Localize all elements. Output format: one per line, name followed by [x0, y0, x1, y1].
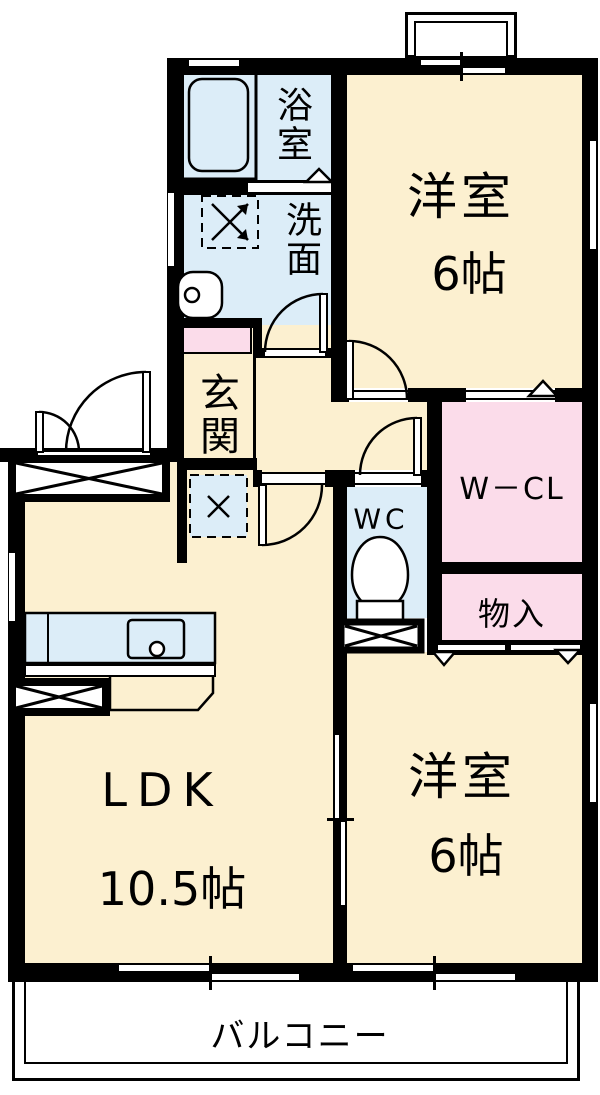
wcl-opening-mark [526, 379, 560, 398]
partition-sash-2 [341, 822, 345, 905]
partition-sash-1 [335, 735, 339, 818]
bedroom-north-label: 洋室 [407, 168, 515, 226]
balcony-inner-rail [24, 975, 568, 1064]
shoe-cabinet-icon [8, 455, 170, 502]
bathroom-door-mark [302, 167, 336, 184]
bedroom-north-side-window [589, 140, 597, 250]
storage-floor [442, 574, 582, 640]
ldk-label: LDK [101, 763, 223, 817]
wc-door-opening [355, 472, 421, 485]
partition-tick [327, 818, 354, 821]
kitchen-cabinet-icon [8, 678, 110, 716]
toilet-icon [350, 535, 410, 624]
bathroom-door-opening [248, 181, 331, 194]
corridor-floor [333, 402, 427, 470]
bathroom-label: 浴室 [271, 86, 312, 164]
washroom-label: 洗面 [280, 201, 321, 279]
bedroom-north-floor [347, 75, 582, 388]
bedroom-south-balcony-tick [433, 956, 436, 990]
entrance-label: 玄関 [193, 372, 239, 458]
wall-hall-south-1 [253, 470, 262, 487]
wall-genkan-stub [177, 458, 187, 563]
kitchen-window [8, 552, 16, 622]
bedroom-south-floor [347, 652, 582, 963]
ldk-balcony-sash-1 [118, 964, 213, 972]
balcony-label: バルコニー [210, 1016, 390, 1057]
pipe-space-icon [337, 618, 425, 654]
ldk-balcony-tick [209, 956, 212, 990]
kitchen-sink-icon [126, 618, 186, 660]
walk-in-closet-floor [442, 402, 582, 562]
bay-window-tick [460, 52, 463, 81]
bedroom-south-balcony-sash-1 [352, 964, 437, 972]
bedroom-south-side-window [589, 703, 597, 803]
wall-bed1-south-3 [555, 388, 598, 402]
bedroom-north-door-icon [345, 339, 409, 400]
wall-wcl-storage [427, 562, 598, 574]
bathroom-window [188, 59, 240, 67]
ldk-balcony-sash-2 [208, 973, 300, 981]
storage-slider-divider [505, 641, 511, 654]
wall-wash-bottom-left [167, 318, 262, 328]
washroom-door-icon [263, 292, 328, 353]
entrance-step-line [253, 358, 256, 458]
entrance-cabinet [180, 326, 252, 354]
bedroom-north-door-opening [349, 390, 408, 400]
wall-wash-connector [253, 318, 262, 358]
bedroom-south-size: 6帖 [428, 829, 504, 883]
kitchen-counter-icon [8, 611, 217, 716]
wcl-opening [466, 390, 555, 400]
bedroom-south-balcony-sash-2 [432, 973, 516, 981]
entrance-door-icon [35, 370, 151, 453]
storage-door-mark-2 [553, 648, 583, 665]
wc-label: WC [353, 502, 409, 536]
bay-window-sash-1 [420, 59, 464, 66]
walk-in-closet-label: W－CL [459, 472, 565, 507]
wall-bath-hall [331, 58, 347, 402]
ldk-size: 10.5帖 [97, 862, 247, 916]
wc-door-icon [358, 416, 422, 476]
storage-label: 物入 [477, 595, 547, 633]
ldk-door-opening [262, 472, 325, 485]
bathtub-icon [179, 69, 258, 181]
wall-bed1-south-1 [331, 388, 349, 402]
wall-wcl-left [427, 396, 442, 655]
bedroom-north-size: 6帖 [431, 247, 507, 301]
washroom-window [167, 192, 175, 267]
ldk-door-icon [258, 484, 324, 547]
wall-genkan-bottom [177, 458, 257, 470]
refrigerator-icon [189, 474, 248, 538]
wall-bed1-south-2 [408, 388, 466, 402]
washing-machine-icon [201, 195, 259, 249]
washroom-door-opening [265, 348, 325, 358]
washbasin-icon [176, 270, 224, 320]
storage-door-mark-1 [430, 650, 458, 667]
bay-window-inner [414, 21, 508, 58]
bedroom-south-label: 洋室 [408, 748, 516, 806]
